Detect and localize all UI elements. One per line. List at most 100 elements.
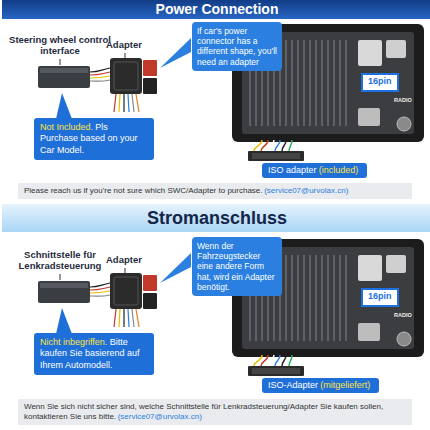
heatsink-fin bbox=[309, 255, 311, 341]
heatsink-fin bbox=[345, 255, 347, 341]
quadlock-face bbox=[114, 277, 138, 305]
wire bbox=[282, 355, 286, 366]
callout-bubble: Wenn der Fahrzeugstecker eine andere For… bbox=[192, 237, 282, 296]
wire bbox=[90, 283, 110, 287]
pin-label: 16pin bbox=[366, 291, 394, 301]
info-box: Not Included.Pls Purchase based on your … bbox=[34, 118, 154, 160]
heatsink-fin bbox=[321, 40, 323, 126]
wire bbox=[90, 291, 110, 293]
header-band: Stromanschluss bbox=[2, 204, 430, 232]
quadlock-connector bbox=[110, 58, 142, 94]
heatsink-fin bbox=[327, 255, 329, 341]
16pin-highlight bbox=[362, 289, 398, 306]
wire bbox=[128, 94, 129, 112]
leader-line bbox=[125, 268, 126, 273]
swc-module bbox=[38, 281, 90, 303]
wire bbox=[90, 80, 110, 81]
iso-connector-pins bbox=[252, 153, 300, 159]
callout-pointer bbox=[56, 93, 72, 119]
wire bbox=[289, 140, 292, 151]
swc-module-top bbox=[40, 68, 88, 73]
wire bbox=[282, 140, 286, 151]
wire bbox=[90, 76, 110, 78]
antenna-socket bbox=[397, 117, 411, 131]
wire bbox=[90, 68, 110, 72]
iso-connector bbox=[248, 151, 304, 161]
connector-block bbox=[358, 255, 382, 281]
part-label: Schnittstelle für Lenkradsteuerung bbox=[8, 250, 112, 272]
leader-line bbox=[60, 59, 61, 65]
callout-pointer bbox=[160, 38, 191, 68]
node-text: Wenn der Fahrzeugstecker eine andere For… bbox=[197, 241, 275, 292]
connector-block bbox=[386, 40, 406, 58]
16pin-highlight bbox=[362, 74, 398, 91]
wire bbox=[261, 355, 268, 366]
heatsink-fin bbox=[291, 255, 293, 341]
wire bbox=[123, 94, 124, 112]
info-box: ISO-Adapter(mitgeliefert) bbox=[262, 378, 379, 393]
node-text: ISO-Adapter bbox=[268, 380, 318, 390]
iso-plug-red bbox=[143, 275, 157, 291]
node-text: Wenn Sie sich nicht sicher sind, welche … bbox=[24, 402, 383, 421]
wire bbox=[268, 140, 274, 151]
wire bbox=[261, 140, 268, 151]
node-text: (mitgeliefert) bbox=[320, 380, 370, 390]
heatsink-fin bbox=[327, 40, 329, 126]
footer-note: Wenn Sie sich nicht sicher sind, welche … bbox=[18, 399, 412, 425]
heatsink-fin bbox=[303, 40, 305, 126]
heatsink-fin bbox=[345, 40, 347, 126]
wire bbox=[132, 94, 134, 112]
info-box: ISO adapter(included) bbox=[262, 163, 367, 178]
connector-block bbox=[358, 323, 380, 341]
wire bbox=[275, 355, 280, 366]
heatsink-fin bbox=[333, 40, 335, 126]
wire bbox=[268, 355, 274, 366]
panel-illustration bbox=[38, 239, 424, 376]
device-label: RADIO bbox=[394, 312, 412, 318]
wire bbox=[114, 94, 116, 112]
heatsink-fin bbox=[339, 40, 341, 126]
heatsink-fin bbox=[285, 255, 287, 341]
connector-block bbox=[386, 255, 406, 273]
part-label: Adapter bbox=[106, 40, 142, 51]
node-text: Nicht inbegriffen. bbox=[40, 337, 107, 347]
node-text: Power Connection bbox=[156, 1, 279, 17]
heatsink-fin bbox=[291, 40, 293, 126]
wire bbox=[136, 309, 139, 327]
heatsink-fin bbox=[315, 40, 317, 126]
wire bbox=[289, 355, 292, 366]
iso-plug-black bbox=[143, 293, 157, 309]
leader-line bbox=[125, 53, 126, 58]
antenna-socket bbox=[397, 332, 411, 346]
node-text: ISO adapter bbox=[268, 165, 317, 175]
heatsink-fin bbox=[321, 255, 323, 341]
connector-block bbox=[358, 40, 382, 66]
node-text: (included) bbox=[319, 165, 359, 175]
callout-bubble: If car's power connector has a different… bbox=[192, 22, 282, 71]
node-text: (service07@urvolax.cn) bbox=[118, 412, 202, 421]
iso-plug-red bbox=[143, 60, 157, 76]
footer-note: Please reach us if you're not sure which… bbox=[18, 183, 412, 199]
callout-pointer bbox=[160, 253, 191, 283]
heatsink-fin bbox=[333, 255, 335, 341]
wire bbox=[128, 309, 129, 327]
node-text: Please reach us if you're not sure which… bbox=[24, 186, 263, 195]
heatsink-fin bbox=[297, 255, 299, 341]
part-label: Steering wheel control interface bbox=[8, 35, 112, 57]
heatsink-fin bbox=[285, 40, 287, 126]
quadlock-face bbox=[114, 62, 138, 90]
wire bbox=[123, 309, 124, 327]
wire bbox=[132, 309, 134, 327]
header-band: Power Connection bbox=[2, 0, 430, 19]
heatsink-fin bbox=[315, 255, 317, 341]
node-text: If car's power connector has a different… bbox=[197, 26, 277, 67]
info-box: Nicht inbegriffen.Bitte kaufen Sie basie… bbox=[34, 333, 154, 375]
wire bbox=[136, 94, 139, 112]
node-text: Stromanschluss bbox=[147, 208, 287, 228]
wire bbox=[90, 287, 110, 290]
swc-module-top bbox=[40, 283, 88, 288]
heatsink-fin bbox=[309, 40, 311, 126]
wire bbox=[90, 72, 110, 75]
heatsink-fin bbox=[339, 255, 341, 341]
node-text: Not Included. bbox=[40, 122, 93, 132]
